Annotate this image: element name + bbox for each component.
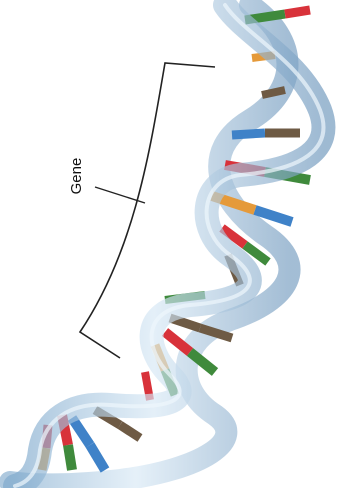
base-pair (232, 133, 265, 135)
gene-label: Gene (67, 151, 87, 201)
base-pair (120, 425, 140, 438)
base-pair (68, 445, 72, 470)
base-pair (262, 90, 285, 95)
base-pair (285, 10, 310, 14)
base-pair (90, 445, 105, 470)
gene-bracket-pointer (95, 187, 145, 203)
base-pair (72, 418, 90, 445)
